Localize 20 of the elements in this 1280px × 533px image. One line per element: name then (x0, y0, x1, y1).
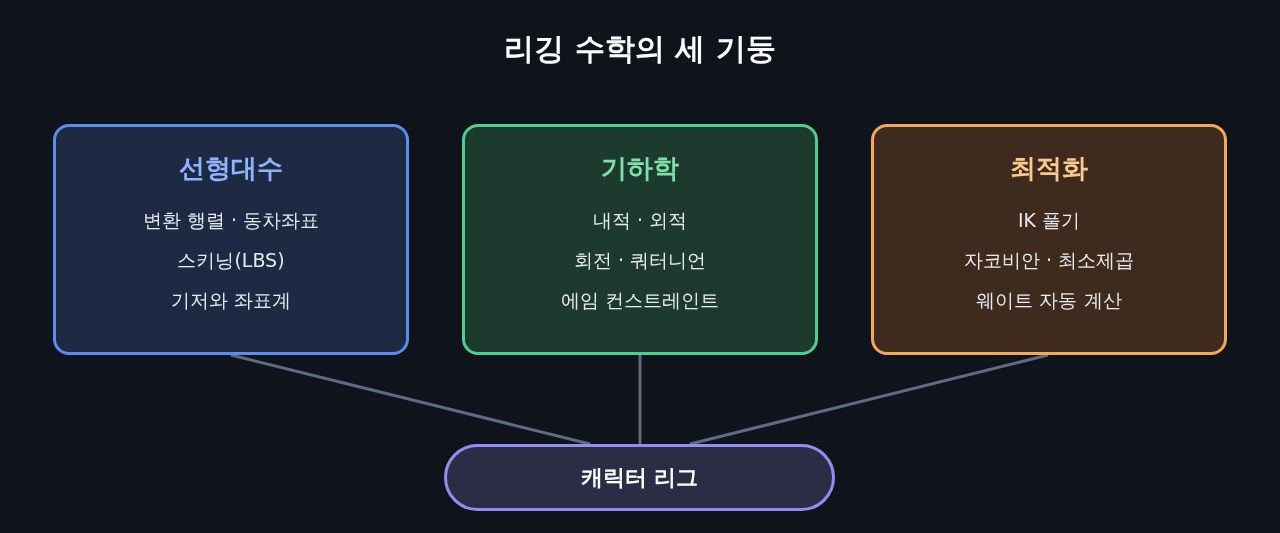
card-heading: 캐릭터 리그 (580, 464, 699, 492)
card-item: 기저와 좌표계 (170, 288, 291, 313)
card-item: 회전 · 쿼터니언 (573, 248, 707, 273)
card-item: 웨이트 자동 계산 (976, 288, 1122, 313)
card-item: 내적 · 외적 (592, 208, 688, 233)
topic-card (462, 124, 818, 355)
card-item: 스키닝(LBS) (177, 248, 285, 273)
card-heading: 최적화 (1010, 152, 1088, 185)
card-item: 자코비안 · 최소제곱 (963, 248, 1135, 273)
diagram-title: 리깅 수학의 세 기둥 (503, 30, 777, 68)
card-item: 변환 행렬 · 동차좌표 (142, 208, 320, 233)
card-item: 에임 컨스트레인트 (560, 288, 719, 313)
connector-line (689, 353, 1049, 446)
topic-card (53, 124, 409, 355)
connector-line (230, 353, 591, 446)
card-item: IK 풀기 (1017, 208, 1081, 233)
topic-card (871, 124, 1227, 355)
card-heading: 기하학 (601, 152, 679, 185)
card-heading: 선형대수 (179, 152, 283, 185)
connector-line (638, 355, 642, 444)
